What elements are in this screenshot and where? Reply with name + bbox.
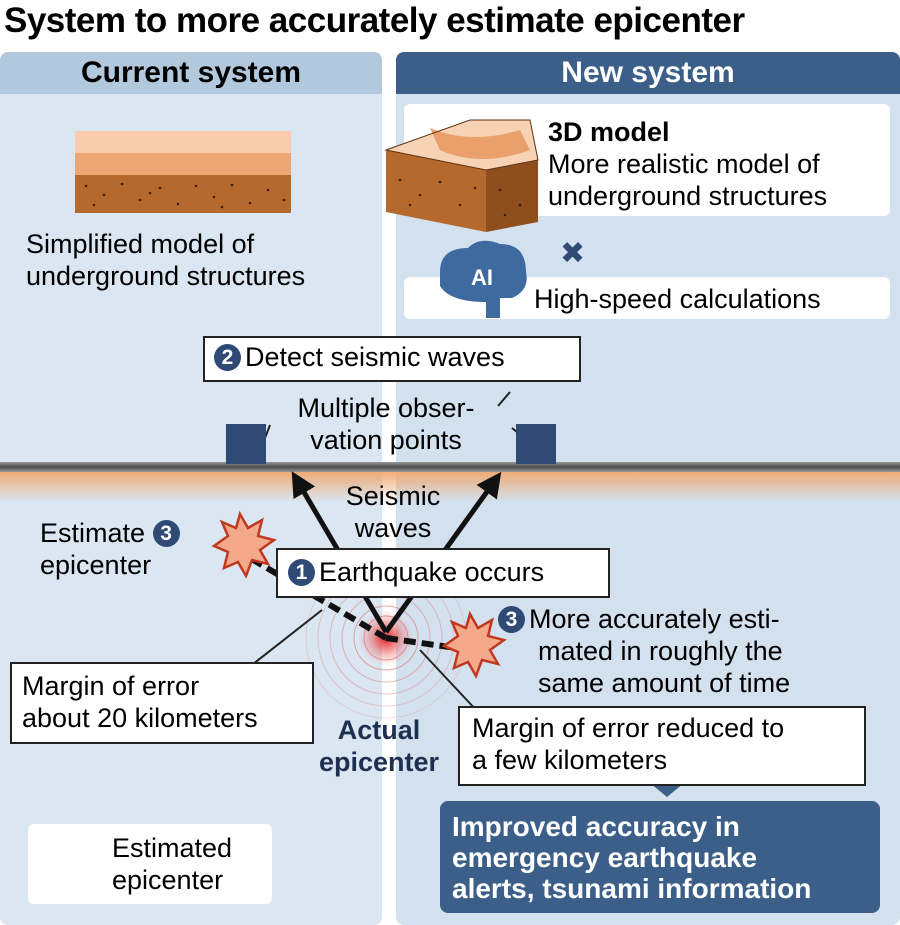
3d-model-label: 3D model More realistic model of undergr… bbox=[548, 116, 827, 212]
seismic-waves-label: Seismic waves bbox=[318, 480, 468, 544]
step-3-badge-new: 3 bbox=[498, 606, 525, 633]
new-error-box bbox=[458, 706, 866, 786]
accurate-line3: same amount of time bbox=[538, 668, 791, 698]
result-line1: Improved accuracy in bbox=[452, 811, 740, 842]
new-error-leader bbox=[419, 649, 479, 713]
earthquake-text: Earthquake occurs bbox=[319, 557, 545, 587]
result-box: Improved accuracy in emergency earthquak… bbox=[440, 801, 880, 913]
page-title: System to more accurately estimate epice… bbox=[4, 1, 745, 40]
result-pointer bbox=[650, 783, 684, 797]
3d-model-icon bbox=[384, 119, 539, 232]
new-system-header: New system bbox=[396, 52, 900, 94]
accurate-line1: More accurately esti- bbox=[529, 604, 780, 634]
step-3-badge-old: 3 bbox=[152, 520, 180, 547]
new-estimate-star-icon bbox=[441, 610, 507, 679]
waves-line1: Seismic bbox=[345, 481, 441, 511]
ai-label: AI bbox=[471, 265, 493, 290]
3d-model-title: 3D model bbox=[548, 117, 670, 147]
result-line3: alerts, tsunami information bbox=[452, 873, 812, 904]
actual-epicenter-label: Actual epicenter bbox=[306, 714, 452, 778]
new-error-line2: a few kilometers bbox=[472, 745, 668, 775]
old-error-line1: Margin of error bbox=[22, 671, 200, 701]
times-icon: ✖ bbox=[560, 237, 586, 270]
legend-label: Estimated epicenter bbox=[112, 832, 232, 896]
actual-line1: Actual bbox=[337, 715, 421, 745]
simplified-model-line2: underground structures bbox=[26, 261, 306, 291]
waves-line2: waves bbox=[354, 513, 432, 543]
old-estimate-star-icon bbox=[211, 510, 277, 579]
obs-line2: vation points bbox=[310, 425, 462, 455]
ai-brain-icon: AI bbox=[440, 240, 527, 318]
estimate-line1: Estimate bbox=[40, 518, 146, 548]
old-error-line bbox=[248, 555, 388, 641]
accurate-line2: mated in roughly the bbox=[538, 636, 783, 666]
estimate-line2: epicenter bbox=[40, 550, 152, 580]
obs-line1: Multiple obser- bbox=[297, 393, 475, 423]
result-line2: emergency earthquake bbox=[452, 842, 758, 873]
new-error-label: Margin of error reduced to a few kilomet… bbox=[472, 712, 784, 776]
simplified-model-icon bbox=[75, 131, 291, 213]
observation-point-right bbox=[516, 424, 556, 464]
earthquake-box bbox=[276, 548, 610, 598]
step-2-badge: 2 bbox=[214, 344, 241, 371]
simplified-model-line1: Simplified model of bbox=[26, 229, 255, 259]
detect-leader bbox=[497, 391, 511, 407]
step-1-badge: 1 bbox=[288, 559, 315, 586]
obs-label: Multiple obser- vation points bbox=[266, 392, 506, 456]
legend-box bbox=[28, 824, 272, 904]
legend-line2: epicenter bbox=[112, 865, 224, 895]
detect-box bbox=[203, 336, 581, 382]
3d-model-line1: More realistic model of bbox=[548, 149, 820, 179]
current-system-header: Current system bbox=[0, 52, 382, 94]
legend-line1: Estimated bbox=[112, 833, 233, 863]
observation-point-left bbox=[226, 424, 266, 464]
calc-label: High-speed calculations bbox=[534, 284, 821, 314]
3d-model-line2: underground structures bbox=[548, 181, 828, 211]
simplified-model-label: Simplified model of underground structur… bbox=[26, 228, 305, 292]
ground-layer bbox=[0, 472, 900, 502]
estimate-label: Estimate 3 epicenter bbox=[40, 517, 184, 581]
old-error-leader bbox=[247, 609, 323, 669]
actual-line2: epicenter bbox=[318, 747, 440, 777]
new-error-line1: Margin of error reduced to bbox=[472, 713, 785, 743]
old-error-label: Margin of error about 20 kilometers bbox=[22, 670, 258, 734]
detect-text: Detect seismic waves bbox=[245, 342, 505, 372]
new-error-line bbox=[385, 635, 471, 653]
old-error-box bbox=[10, 662, 314, 744]
ground-surface bbox=[0, 462, 900, 472]
old-error-line2: about 20 kilometers bbox=[22, 703, 258, 733]
